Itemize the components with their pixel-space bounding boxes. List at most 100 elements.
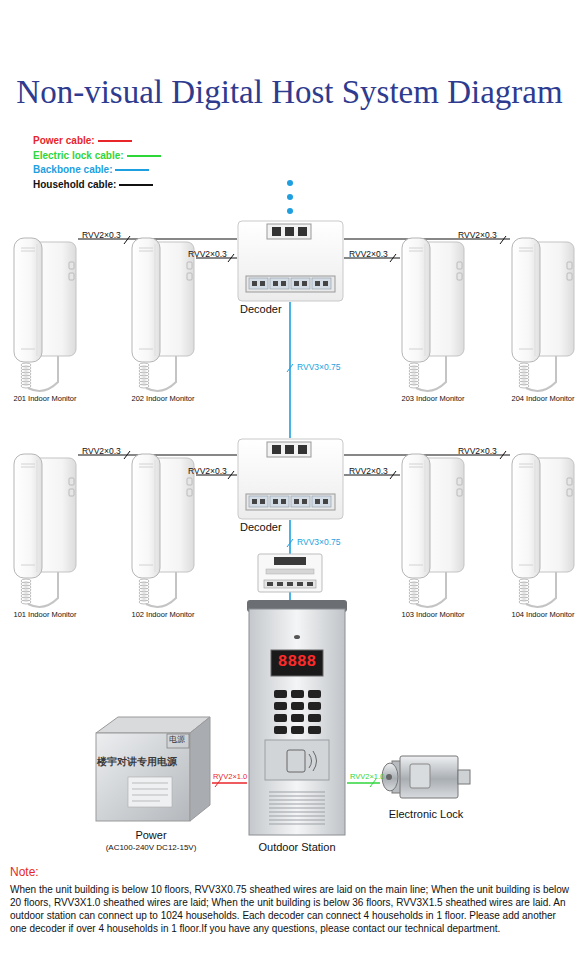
rect-part bbox=[567, 273, 572, 280]
rect-part bbox=[308, 702, 321, 710]
legend-swatch bbox=[127, 155, 161, 157]
node-label: 104 Indoor Monitor bbox=[498, 611, 579, 620]
rect-part bbox=[30, 458, 76, 572]
cable-spec: RVV2×1.0 bbox=[213, 773, 247, 781]
line-part bbox=[269, 820, 325, 821]
ellipse-part bbox=[519, 600, 529, 604]
node-label: Outdoor Station bbox=[232, 841, 362, 854]
ellipse-part bbox=[294, 635, 300, 639]
line-part bbox=[409, 464, 423, 465]
line-part bbox=[21, 467, 35, 468]
rect-part bbox=[294, 281, 299, 286]
legend-swatch bbox=[119, 184, 153, 186]
rect-part bbox=[273, 281, 278, 286]
path-part bbox=[146, 356, 176, 391]
rect-part bbox=[315, 499, 320, 504]
decoder-unit: Decoder bbox=[237, 438, 344, 520]
outdoor-station: Outdoor Station bbox=[247, 600, 347, 836]
path-part bbox=[526, 572, 556, 607]
rect-part bbox=[291, 702, 304, 710]
line-part bbox=[409, 467, 423, 468]
rect-part bbox=[267, 224, 311, 239]
rect-part bbox=[274, 714, 287, 722]
rect-part bbox=[273, 499, 278, 504]
cable-spec: RVV2×1.0 bbox=[350, 773, 384, 781]
line-part bbox=[139, 464, 153, 465]
path-part bbox=[28, 356, 58, 391]
node-label: 201 Indoor Monitor bbox=[0, 395, 90, 404]
cable-spec: RVV2×0.3 bbox=[82, 231, 121, 240]
rect-part bbox=[418, 458, 464, 572]
node-label: 102 Indoor Monitor bbox=[118, 611, 208, 620]
rect-part bbox=[528, 458, 574, 572]
rect-part bbox=[252, 499, 257, 504]
line-part bbox=[269, 808, 325, 809]
rect-part bbox=[457, 478, 462, 485]
rect-part bbox=[285, 445, 294, 454]
line-part bbox=[132, 789, 168, 790]
legend-row: Electric lock cable: bbox=[33, 150, 161, 162]
node-label: Decoder bbox=[240, 521, 310, 534]
cable-spec: RVV2×0.3 bbox=[188, 250, 227, 259]
rect-part bbox=[291, 690, 304, 698]
line-part bbox=[21, 464, 35, 465]
line-part bbox=[139, 251, 153, 252]
cable-line bbox=[289, 302, 291, 438]
indoor-monitor: 204 Indoor Monitor bbox=[510, 236, 576, 396]
continuation-dot bbox=[287, 194, 293, 200]
device-marking: 电源 bbox=[169, 736, 189, 745]
line-part bbox=[132, 795, 168, 796]
line-part bbox=[500, 236, 506, 244]
rect-part bbox=[260, 281, 265, 286]
line-part bbox=[21, 349, 35, 350]
line-part bbox=[154, 244, 156, 356]
node-label: Decoder bbox=[240, 303, 310, 316]
cable-spec: RVV2×0.3 bbox=[458, 447, 497, 456]
rect-part bbox=[128, 777, 172, 807]
continuation-dot bbox=[287, 180, 293, 186]
rect-part bbox=[272, 445, 281, 454]
line-part bbox=[409, 349, 423, 350]
line-part bbox=[409, 565, 423, 566]
rect-part bbox=[457, 262, 462, 269]
line-part bbox=[424, 244, 426, 356]
node-label: (AC100-240V DC12-15V) bbox=[71, 843, 231, 852]
rect-part bbox=[308, 726, 321, 734]
indoor-monitor-art bbox=[12, 236, 78, 396]
ellipse-part bbox=[519, 384, 529, 388]
legend-text: Power cable: bbox=[33, 135, 95, 146]
line-part bbox=[409, 251, 423, 252]
ellipse-part bbox=[409, 600, 419, 604]
path-part bbox=[28, 572, 58, 607]
rect-part bbox=[281, 281, 286, 286]
cable-line bbox=[289, 520, 291, 600]
node-label: 103 Indoor Monitor bbox=[388, 611, 478, 620]
rect-part bbox=[418, 242, 464, 356]
line-part bbox=[139, 349, 153, 350]
node-label: Electronic Lock bbox=[368, 808, 484, 821]
legend-text: Backbone cable: bbox=[33, 164, 112, 175]
rect-part bbox=[187, 262, 192, 269]
rect-part bbox=[249, 609, 345, 835]
rect-part bbox=[308, 714, 321, 722]
indoor-monitor-art bbox=[510, 452, 576, 612]
ellipse-part bbox=[21, 600, 31, 604]
path-part bbox=[526, 356, 556, 391]
rect-part bbox=[270, 496, 289, 507]
indoor-monitor: 102 Indoor Monitor bbox=[130, 452, 196, 612]
outdoor-station-art bbox=[247, 600, 347, 836]
line-part bbox=[139, 467, 153, 468]
rect-part bbox=[291, 714, 304, 722]
rect-part bbox=[274, 726, 287, 734]
rect-part bbox=[297, 582, 303, 586]
rect-part bbox=[315, 281, 320, 286]
rect-part bbox=[567, 478, 572, 485]
indoor-monitor: 201 Indoor Monitor bbox=[12, 236, 78, 396]
rect-part bbox=[307, 582, 313, 586]
line-part bbox=[21, 248, 35, 249]
line-part bbox=[21, 565, 35, 566]
line-part bbox=[269, 816, 325, 817]
rect-part bbox=[457, 489, 462, 496]
continuation-dot bbox=[287, 208, 293, 214]
